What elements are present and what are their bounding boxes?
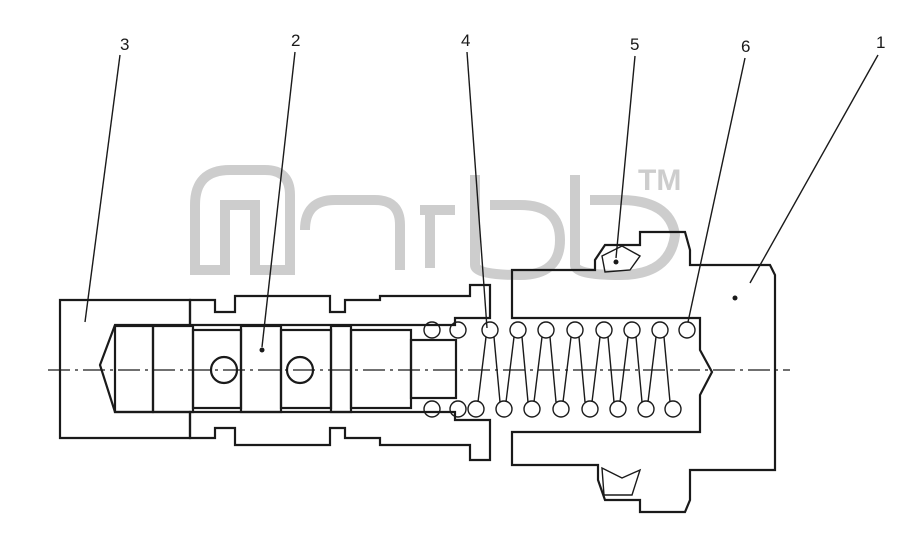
callout-label-3: 3	[120, 35, 129, 54]
spring-coil-top	[537, 321, 555, 339]
spring-coil-bottom	[581, 400, 599, 418]
spring-coil-bottom	[495, 400, 513, 418]
callout-label-1: 1	[876, 33, 885, 52]
spring-coil-top	[509, 321, 527, 339]
watermark-logo: TM	[190, 164, 681, 281]
part-6-spring	[467, 321, 696, 418]
callout-label-2: 2	[291, 31, 300, 50]
spring-coil-top	[481, 321, 499, 339]
spring-coil-wire	[591, 336, 601, 403]
part-5-seal-ring	[601, 245, 642, 496]
spring-coil-wire	[663, 336, 671, 403]
callout-label-4: 4	[461, 31, 470, 50]
part-3-end-cap	[58, 298, 192, 440]
spring-coil-top	[651, 321, 669, 339]
part-4-spring-seat	[423, 321, 467, 418]
spring-coil-bottom	[552, 400, 570, 418]
spring-coil-top	[595, 321, 613, 339]
part-2-valve-body	[188, 283, 492, 462]
spring-coil-top	[678, 321, 696, 339]
spring-coil-bottom	[637, 400, 655, 418]
spring-coil-bottom	[609, 400, 627, 418]
spool	[113, 324, 458, 414]
callout-label-6: 6	[741, 37, 750, 56]
part-1-plug	[510, 230, 777, 514]
spring-coil-bottom	[467, 400, 485, 418]
spring-coil-wire	[635, 336, 643, 403]
callout-leaders	[84, 51, 879, 348]
spring-coil-top	[566, 321, 584, 339]
spring-coil-bottom	[523, 400, 541, 418]
callout-label-5: 5	[630, 35, 639, 54]
watermark-trademark: TM	[638, 164, 681, 197]
spring-coil-bottom	[664, 400, 682, 418]
spring-coil-top	[623, 321, 641, 339]
